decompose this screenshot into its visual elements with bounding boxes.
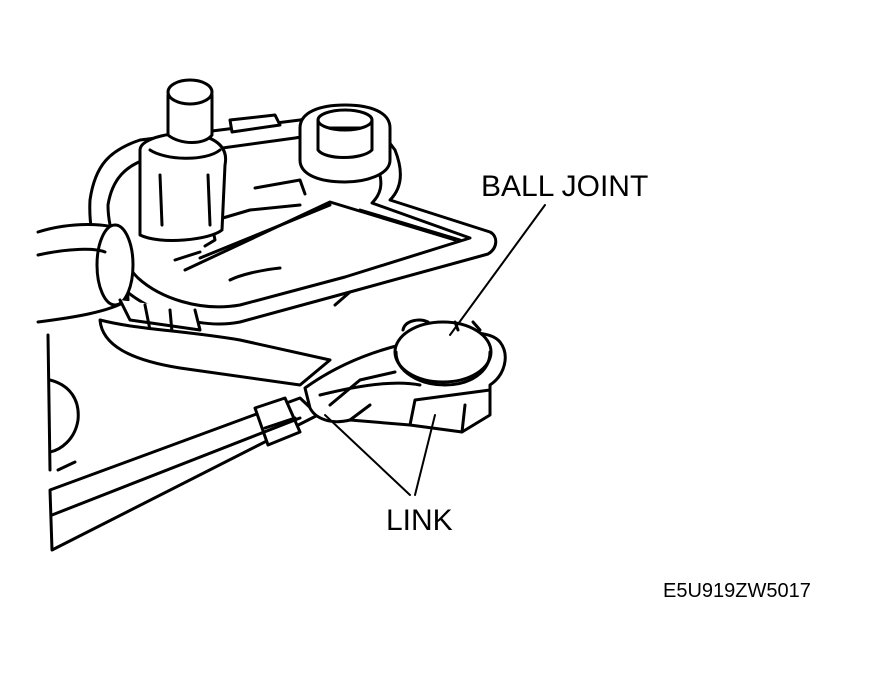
figure-code: E5U919ZW5017 bbox=[663, 580, 811, 602]
lower-plate bbox=[46, 318, 332, 472]
link-label: LINK bbox=[386, 504, 453, 537]
link-leader-1 bbox=[324, 414, 411, 496]
link-leader-2 bbox=[414, 414, 436, 496]
ball-joint-label: BALL JOINT bbox=[481, 170, 649, 203]
link-rod bbox=[48, 353, 402, 552]
ball-joint-leader bbox=[449, 204, 546, 336]
ball-joint bbox=[393, 318, 493, 387]
leader-lines bbox=[324, 204, 546, 496]
mounting-bolt bbox=[298, 103, 392, 184]
motor-spindle bbox=[138, 78, 228, 242]
mounting-tube bbox=[36, 223, 202, 334]
